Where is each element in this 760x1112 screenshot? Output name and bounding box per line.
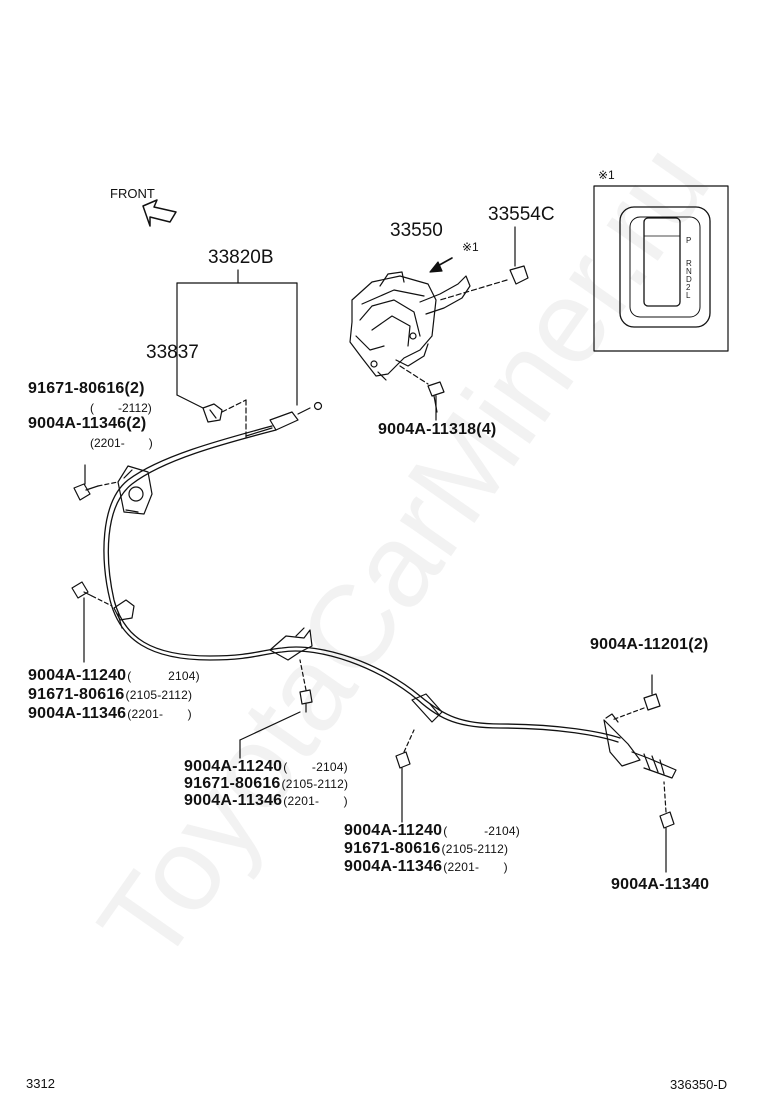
part-number: 9004A-11346 [184, 792, 283, 809]
part-number: 9004A-11346 [28, 705, 127, 722]
date-note: (2201- ) [127, 707, 192, 721]
bolt-mid-right [395, 729, 415, 823]
gear-letter-n: N [686, 267, 692, 276]
lever-ref-mark: ※1 [462, 240, 479, 254]
middle-group-line-1: 9004A-11240( -2104) [184, 758, 348, 776]
bracket-33820b-leader [176, 269, 298, 406]
part-number: 91671-80616(2) [28, 380, 145, 397]
part-number: 9004A-11346 [344, 858, 443, 875]
part-9004a-11340: 9004A-11340 [611, 876, 710, 893]
part-33550: 33550 [390, 220, 443, 241]
cable-bracket-center [269, 627, 313, 661]
part-33820b: 33820B [208, 247, 274, 268]
bolt-left [71, 581, 113, 663]
right-group-line-3: 9004A-11346(2201- ) [344, 858, 508, 876]
cable-grommet-plate [117, 465, 153, 515]
part-number: 91671-80616 [344, 840, 441, 857]
clip-group-line-1: 91671-80616(2) [28, 380, 145, 398]
front-arrow-icon [142, 199, 177, 227]
date-note: (2201- ) [283, 794, 348, 808]
right-group-line-2: 91671-80616(2105-2112) [344, 840, 508, 858]
left-group-line-1: 9004A-11240( 2104) [28, 667, 200, 685]
date-note: ( -2104) [443, 824, 520, 838]
part-number: 9004A-11346(2) [28, 415, 147, 432]
clip-group-note-2: (2201- ) [90, 436, 153, 450]
bolt-clip-left [73, 464, 119, 501]
right-group-line-1: 9004A-11240( -2104) [344, 822, 520, 840]
bolt-11340 [659, 781, 675, 873]
part-33837: 33837 [146, 342, 199, 363]
transmission-bracket [603, 713, 677, 779]
cable-clip-upper [176, 394, 247, 441]
cable-clamp-left [113, 599, 135, 629]
page-code: 3312 [26, 1076, 55, 1091]
part-number: 91671-80616 [28, 686, 125, 703]
shift-lever-assembly [349, 271, 471, 381]
part-9004a-11201: 9004A-11201(2) [590, 636, 709, 653]
shift-cable [103, 425, 621, 743]
date-note: ( -2104) [283, 760, 348, 774]
left-group-line-3: 9004A-11346(2201- ) [28, 705, 192, 723]
left-group-line-2: 91671-80616(2105-2112) [28, 686, 192, 704]
gear-letter-p: P [686, 236, 692, 245]
date-note: (2105-2112) [441, 842, 509, 856]
cable-bracket-mid [411, 693, 443, 723]
date-note: (2201- ) [443, 860, 508, 874]
ref-arrow-head-icon [429, 261, 443, 273]
middle-group-line-2: 91671-80616(2105-2112) [184, 775, 348, 793]
part-number: 91671-80616 [184, 775, 281, 792]
front-label: FRONT [110, 186, 155, 201]
figure-code: 336350-D [670, 1077, 728, 1092]
middle-group-line-3: 9004A-11346(2201- ) [184, 792, 348, 810]
bolt-11201 [611, 674, 661, 721]
bolt-11318 [399, 365, 445, 421]
knob-33554c [439, 226, 529, 301]
gear-letter-d: D [686, 275, 692, 284]
clip-group-line-2: 9004A-11346(2) [28, 415, 146, 433]
part-number: 9004A-11240 [28, 667, 127, 684]
gear-letter-r: R [686, 259, 692, 268]
date-note: ( 2104) [127, 669, 200, 683]
gear-letter-l: L [686, 291, 691, 300]
part-number: 9004A-11240 [184, 758, 283, 775]
date-note: (2105-2112) [125, 688, 193, 702]
bolt-center [239, 659, 313, 759]
date-note: (2105-2112) [281, 777, 349, 791]
shift-gate-indicator [593, 185, 729, 352]
cable-end-fitting [245, 401, 323, 437]
part-number: 9004A-11240 [344, 822, 443, 839]
part-9004a-11318: 9004A-11318(4) [378, 421, 497, 438]
gear-letter-2: 2 [686, 283, 691, 292]
gate-ref-mark: ※1 [598, 168, 615, 182]
clip-group-note-1: ( -2112) [90, 401, 152, 415]
part-33554c: 33554C [488, 204, 555, 225]
